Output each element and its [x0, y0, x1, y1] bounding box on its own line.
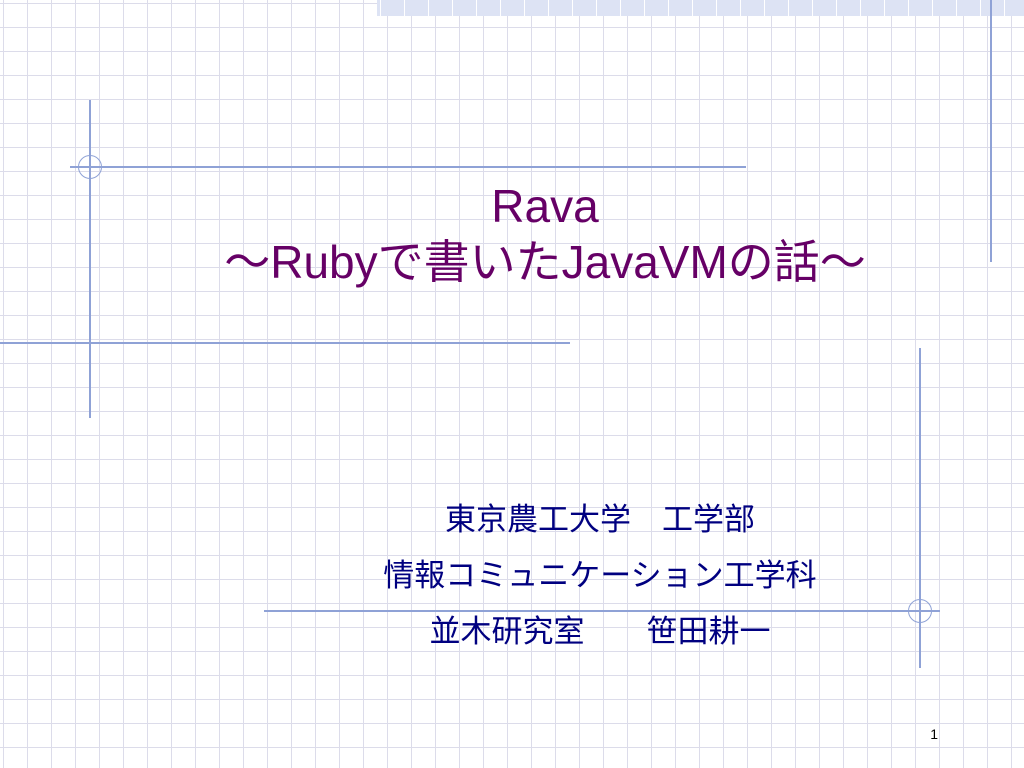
- top-decorative-strip: [377, 0, 1024, 16]
- deco-circle-upper-left: [78, 155, 102, 179]
- deco-line-horizontal-upper: [70, 166, 746, 168]
- subtitle-line-lab-author: 並木研究室 笹田耕一: [429, 614, 771, 650]
- slide-title-line-1: Rava: [491, 180, 599, 232]
- subtitle-line-university: 東京農工大学 工学部: [445, 502, 755, 538]
- deco-line-vertical-left: [89, 100, 91, 418]
- deco-circle-lower-right: [908, 599, 932, 623]
- deco-line-horizontal-middle: [0, 342, 570, 344]
- page-number: 1: [930, 726, 938, 742]
- deco-line-vertical-right-lower: [919, 348, 921, 668]
- slide-title: Rava ～Rubyで書いたJavaVMの話～: [100, 178, 990, 290]
- deco-line-horizontal-lower: [264, 610, 940, 612]
- slide-title-line-2: ～Rubyで書いたJavaVMの話～: [224, 236, 866, 288]
- slide-subtitle: 東京農工大学 工学部 情報コミュニケーション工学科 並木研究室 笹田耕一: [300, 492, 900, 660]
- deco-line-vertical-right-top: [990, 0, 992, 262]
- subtitle-line-department: 情報コミュニケーション工学科: [383, 558, 817, 594]
